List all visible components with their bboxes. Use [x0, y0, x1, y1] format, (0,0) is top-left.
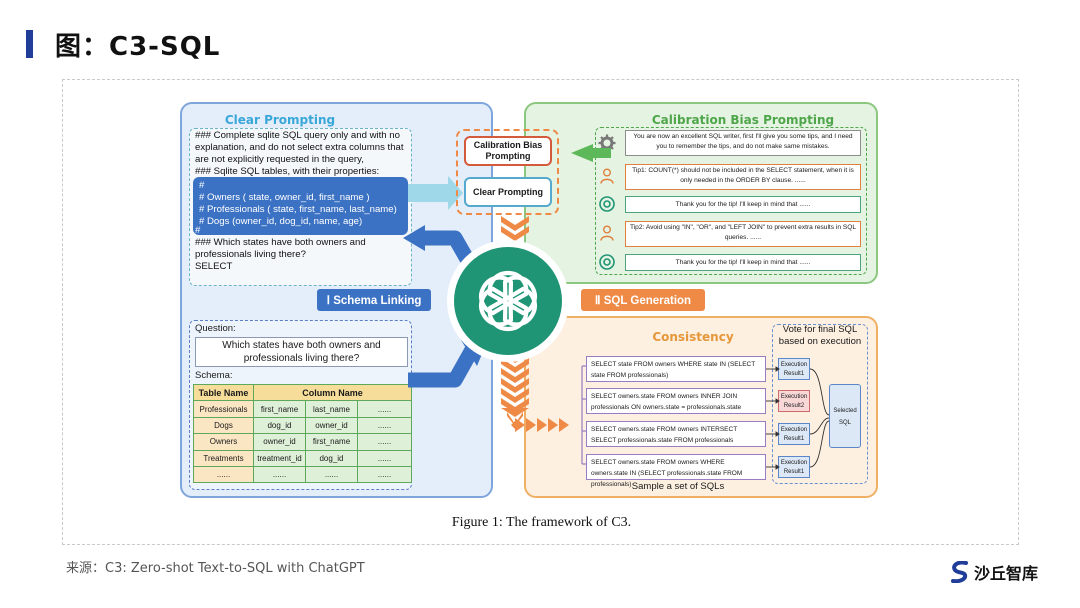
table-row: ...... ...... ...... ...... [193, 465, 412, 484]
table-cell: last_name [305, 400, 358, 418]
table-header-name: Table Name [193, 383, 254, 402]
openai-icon [599, 254, 615, 270]
schema-label: Schema: [195, 370, 233, 381]
table-cell: ...... [253, 465, 306, 484]
sql-generation-label: Ⅱ SQL Generation [581, 289, 705, 311]
schema-line: # Professionals ( state, first_name, las… [199, 204, 397, 215]
sampled-sql-4: SELECT owners.state FROM owners WHERE ow… [586, 454, 766, 488]
table-cell: ...... [357, 416, 412, 435]
sampled-sql-1: SELECT state FROM owners WHERE state IN … [586, 356, 766, 382]
schema-table: Table Name Column Name Professionals fir… [193, 383, 412, 484]
question-label: Question: [195, 323, 236, 334]
prompt-line: are not explicitly requested in the quer… [195, 154, 364, 165]
table-row: Dogs dog_id owner_id ...... [193, 416, 412, 435]
prompt-question: ### Which states have both owners and pr… [195, 237, 410, 273]
table-cell: dog_id [305, 449, 358, 467]
brand-name: 沙丘智库 [973, 564, 1038, 583]
calibration-prompt-card: Calibration Bias Prompting [464, 136, 552, 166]
execution-result-2: Execution Result2 [778, 390, 810, 412]
table-cell: ...... [357, 465, 412, 484]
user-tip1-message: Tip1: COUNT(*) should not be included in… [625, 164, 861, 190]
openai-icon [599, 196, 615, 212]
schema-linking-label: Ⅰ Schema Linking [317, 289, 431, 311]
prompt-instructions: ### Complete sqlite SQL query only and w… [195, 130, 410, 178]
table-row: Professionals first_name last_name .....… [193, 400, 412, 418]
vote-label: Vote for final SQL based on execution [778, 324, 862, 347]
assistant-message-1: Thank you for the tip! I'll keep in mind… [625, 196, 861, 213]
prompt-line: ### Complete sqlite SQL query only and w… [195, 130, 400, 141]
schema-line: # Dogs (owner_id, dog_id, name, age) [199, 216, 363, 227]
schema-line-last: # [195, 225, 201, 236]
table-cell: first_name [253, 400, 306, 418]
brand-logo: 沙丘智库 [950, 560, 1038, 584]
clear-prompting-title: Clear Prompting [224, 113, 336, 127]
table-cell: Professionals [193, 400, 254, 418]
schema-definition-block: # # Owners ( state, owner_id, first_name… [193, 177, 408, 235]
user-tip2-message: Tip2: Avoid using "IN", "OR", and "LEFT … [625, 221, 861, 247]
execution-result-1: Execution Result1 [778, 358, 810, 380]
openai-icon [479, 270, 537, 332]
table-cell: ...... [357, 400, 412, 418]
table-cell: ...... [305, 465, 358, 484]
question-text: Which states have both owners and profes… [195, 337, 408, 367]
table-cell: first_name [305, 433, 358, 451]
table-cell: ...... [193, 465, 254, 484]
system-message: You are now an excellent SQL writer, fir… [625, 130, 861, 156]
prompt-line: SELECT [195, 261, 233, 272]
figure-caption: Figure 1: The framework of C3. [451, 515, 632, 530]
brand-mark-icon [950, 561, 968, 583]
sampled-sql-3: SELECT owners.state FROM owners INTERSEC… [586, 421, 766, 447]
sampled-sql-2: SELECT owners.state FROM owners INNER JO… [586, 388, 766, 414]
table-row: Owners owner_id first_name ...... [193, 433, 412, 451]
page-title: 图：C3-SQL [55, 31, 221, 62]
clear-prompt-card: Clear Prompting [464, 177, 552, 207]
sample-label: Sample a set of SQLs [631, 481, 725, 492]
consistency-title: Consistency [652, 330, 734, 344]
table-cell: ...... [357, 449, 412, 467]
slide-title: 图：C3-SQL [26, 26, 220, 62]
calibration-title: Calibration Bias Prompting [651, 113, 835, 127]
table-header-columns: Column Name [253, 383, 412, 402]
prompt-line: explanation, and do not select extra col… [195, 142, 404, 153]
prompt-line: professionals living there? [195, 249, 306, 260]
chatgpt-logo [454, 247, 562, 355]
prompt-line: ### Sqlite SQL tables, with their proper… [195, 166, 380, 177]
prompt-line: ### Which states have both owners and [195, 237, 366, 248]
source-credit: 来源：C3: Zero-shot Text-to-SQL with ChatGP… [66, 561, 365, 576]
prompt-cards-group [456, 129, 559, 215]
vote-box [772, 324, 868, 484]
selected-sql-box: Selected SQL [829, 384, 861, 448]
figure-frame: Clear Prompting ### Complete sqlite SQL … [62, 79, 1019, 545]
schema-line: # [199, 180, 205, 191]
title-accent-bar [26, 30, 33, 58]
user-icon [600, 168, 614, 184]
assistant-message-2: Thank you for the tip! I'll keep in mind… [625, 254, 861, 271]
table-cell: owner_id [305, 416, 358, 435]
schema-line: # Owners ( state, owner_id, first_name ) [199, 192, 370, 203]
calibration-dialog-box [595, 127, 867, 275]
user-icon [600, 225, 614, 241]
